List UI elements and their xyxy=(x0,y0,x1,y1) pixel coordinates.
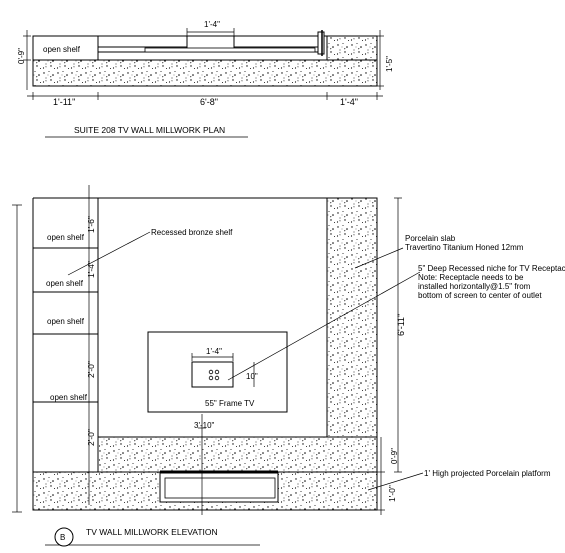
outlet-icon xyxy=(208,369,220,381)
stone-band xyxy=(97,436,378,473)
note-platform: 1' High projected Porcelain platform xyxy=(424,469,551,478)
note-porcelain-2: Travertino Titanium Honed 12mm xyxy=(405,243,524,252)
plan-dim-top: 1'-4" xyxy=(204,20,220,29)
leader-porcelain xyxy=(354,247,404,269)
dim-total-height: 6'-11" xyxy=(396,314,406,336)
dim-niche-width: 1'-4" xyxy=(206,347,222,356)
shelf-label-4: open shelf xyxy=(50,393,88,402)
plan-dim-bottom-right: 1'-4" xyxy=(340,97,358,107)
dim-niche-height: 10" xyxy=(246,372,258,381)
section-callout-bubble xyxy=(54,527,74,547)
shelf-label-3: open shelf xyxy=(47,317,85,326)
dim-platform-height: 1'-0" xyxy=(387,485,397,502)
plan-stone-base xyxy=(32,59,378,87)
leader-niche xyxy=(227,271,421,381)
shelf-dim-2: 1'-4" xyxy=(86,261,96,278)
shelf-label-2: open shelf xyxy=(46,279,84,288)
shelf-dim-4: 2'-0" xyxy=(86,429,96,446)
shelf-label-1: open shelf xyxy=(47,233,85,242)
plan-title: SUITE 208 TV WALL MILLWORK PLAN xyxy=(74,125,225,135)
plan-dim-bottom-mid: 6'-8" xyxy=(200,97,218,107)
dim-tv-offset: 3'-10" xyxy=(194,421,215,430)
elevation-title: TV WALL MILLWORK ELEVATION xyxy=(86,527,218,537)
note-niche-2: Note: Receptacle needs to be xyxy=(418,273,524,282)
note-niche-4: bottom of screen to center of outlet xyxy=(418,291,542,300)
stone-column xyxy=(326,197,378,473)
plan-stone-column xyxy=(326,35,378,61)
plan-open-shelf-label: open shelf xyxy=(43,45,81,54)
plan-dim-right: 1'-5" xyxy=(385,56,394,72)
tv-label: 55" Frame TV xyxy=(205,399,255,408)
note-niche-1: 5" Deep Recessed niche for TV Receptac xyxy=(418,264,565,273)
plan-view xyxy=(23,28,384,138)
elevation-view xyxy=(12,185,424,547)
note-porcelain-1: Porcelain slab xyxy=(405,234,456,243)
section-callout-letter: B xyxy=(60,533,65,542)
plan-dim-left: 0'-9" xyxy=(17,48,26,64)
shelf-dim-3: 2'-0" xyxy=(86,361,96,378)
plan-dim-bottom-left: 1'-11" xyxy=(53,97,75,107)
note-recessed-shelf: Recessed bronze shelf xyxy=(151,228,233,237)
leader-recessed xyxy=(67,231,151,276)
dim-upper-right: 0'-9" xyxy=(390,448,399,464)
note-niche-3: installed horizontally@1.5" from xyxy=(418,282,531,291)
receptacle-niche xyxy=(191,361,234,388)
shelf-dim-1: 1'-6" xyxy=(86,216,96,233)
plan-open-shelf xyxy=(32,35,99,61)
leader-platform xyxy=(367,472,424,491)
